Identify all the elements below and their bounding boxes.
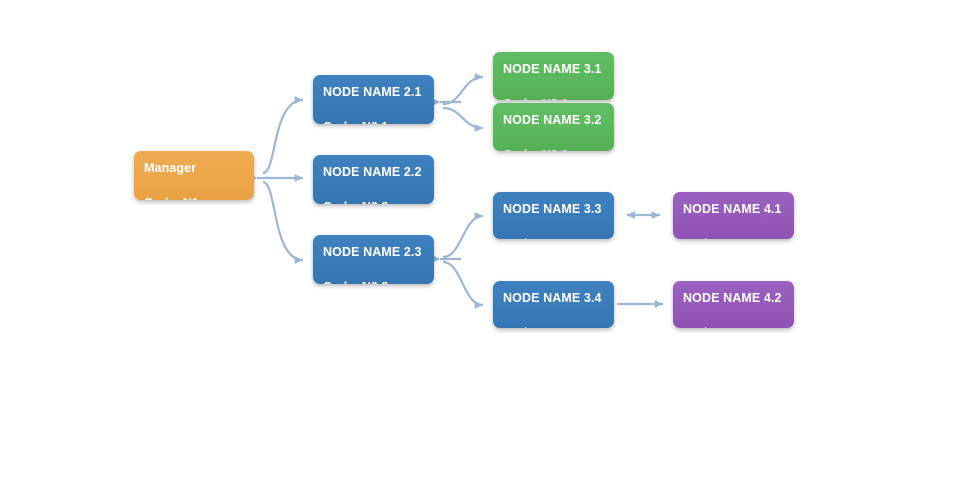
edge-2-3-3-4	[442, 260, 484, 309]
node-code: Code: N4.1	[683, 237, 794, 239]
node-4-2[interactable]: NODE NAME 4.2 Code: N4.2	[673, 281, 794, 328]
node-title: NODE NAME 4.2	[683, 291, 782, 305]
edge-2-1-3-1	[442, 73, 484, 106]
node-manager[interactable]: Manager Code: N1	[134, 151, 254, 200]
node-4-1[interactable]: NODE NAME 4.1 Code: N4.1	[673, 192, 794, 239]
edge-manager-2-3	[262, 180, 304, 264]
node-2-2[interactable]: NODE NAME 2.2 Code: N2.2	[313, 155, 434, 204]
node-2-1[interactable]: NODE NAME 2.1 Code: N2.1	[313, 75, 434, 124]
node-code: Code: N2.3	[323, 280, 434, 284]
node-title: NODE NAME 4.1	[683, 202, 782, 216]
node-title: NODE NAME 3.2	[503, 113, 602, 127]
node-2-3[interactable]: NODE NAME 2.3 Code: N2.3	[313, 235, 434, 284]
node-code: Code: N3.4	[503, 326, 614, 328]
node-code: Code: N1	[144, 196, 254, 200]
edge-2-3-3-3	[442, 212, 484, 259]
node-title: NODE NAME 2.3	[323, 245, 422, 259]
node-title: NODE NAME 2.2	[323, 165, 422, 179]
node-title: NODE NAME 3.3	[503, 202, 602, 216]
edge-2-1-3-2	[442, 106, 484, 132]
edge-manager-2-1	[262, 96, 304, 175]
node-title: NODE NAME 2.1	[323, 85, 422, 99]
node-3-2[interactable]: NODE NAME 3.2 Code: N3.2	[493, 103, 614, 151]
node-title: Manager	[144, 161, 197, 175]
node-title: NODE NAME 3.4	[503, 291, 602, 305]
node-code: Code: N3.3	[503, 237, 614, 239]
node-code: Code: N2.2	[323, 200, 434, 204]
node-code: Code: N4.2	[683, 326, 794, 328]
node-3-3[interactable]: NODE NAME 3.3 Code: N3.3	[493, 192, 614, 239]
node-title: NODE NAME 3.1	[503, 62, 602, 76]
node-3-1[interactable]: NODE NAME 3.1 Code: N3.1	[493, 52, 614, 100]
node-3-4[interactable]: NODE NAME 3.4 Code: N3.4	[493, 281, 614, 328]
node-code: Code: N3.1	[503, 97, 614, 100]
node-code: Code: N3.2	[503, 148, 614, 151]
node-code: Code: N2.1	[323, 120, 434, 124]
